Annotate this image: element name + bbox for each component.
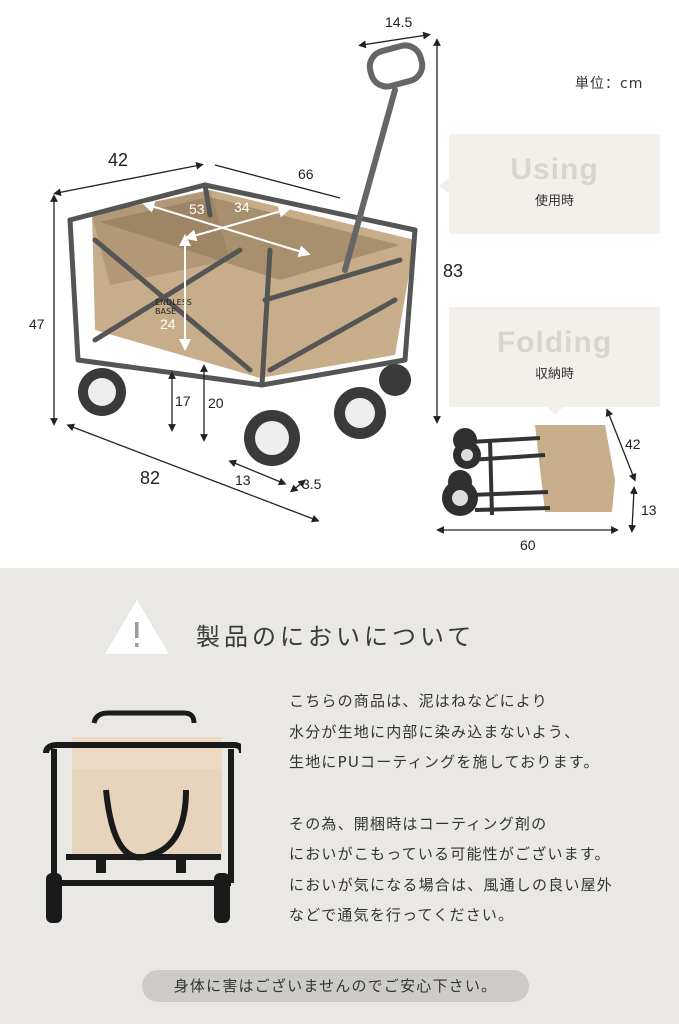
svg-text:ENDLESS: ENDLESS (155, 298, 192, 307)
notice-p2-line3: においが気になる場合は、風通しの良い屋外 (289, 875, 614, 894)
using-label-jp: 使用時 (534, 194, 574, 209)
reassurance-badge: 身体に害はございませんのでご安心下さい。 (142, 970, 529, 1002)
dim-fold-length: 60 (520, 537, 536, 553)
notice-p2-line2: においがこもっている可能性がございます。 (289, 845, 611, 863)
dim-total-length: 82 (140, 468, 161, 488)
folding-label-jp: 収納時 (534, 367, 574, 382)
using-label-en: Using (510, 153, 599, 186)
dim-inner-diagonal-long: 53 (189, 201, 205, 217)
notice-p1-line1: こちらの商品は、泥はねなどにより (289, 692, 548, 710)
dim-width: 42 (108, 150, 129, 170)
notice-p2-line1: その為、開梱時はコーティング剤の (289, 814, 548, 833)
notice-body: こちらの商品は、泥はねなどにより 水分が生地に内部に染み込まないよう、 生地にP… (289, 686, 613, 931)
notice-p2-line4: などで通気を行ってください。 (289, 906, 515, 924)
warning-triangle-icon (105, 600, 169, 654)
notice-title: 製品のにおいについて (196, 623, 476, 651)
dim-inner-depth: 24 (160, 316, 176, 332)
wagon-dimension-diagram: ENDLESS BASE (50, 31, 638, 534)
notice-p1-line2: 水分が生地に内部に染み込まないよう、 (289, 722, 581, 741)
folding-state-label: Folding 収納時 (449, 307, 660, 415)
dim-wheel-width: 3.5 (302, 476, 322, 492)
dim-body-height: 47 (29, 316, 45, 332)
dim-total-height: 83 (443, 261, 464, 281)
unit-label: 単位：cm (575, 76, 644, 92)
notice-p1-line3: 生地にPUコーティングを施しております。 (289, 753, 600, 771)
dim-fold-depth: 42 (625, 436, 641, 452)
using-state-label: Using 使用時 (439, 134, 660, 234)
folded-wagon-front-photo (43, 710, 241, 923)
dim-length: 66 (298, 166, 314, 182)
svg-text:BASE: BASE (155, 307, 176, 316)
dim-wheel-diameter: 13 (235, 472, 251, 488)
dim-handle-width: 14.5 (385, 14, 413, 30)
dim-clearance-high: 20 (208, 395, 224, 411)
dim-fold-thickness: 13 (641, 502, 657, 518)
dim-inner-diagonal-short: 34 (234, 199, 250, 215)
folding-label-en: Folding (496, 326, 613, 359)
dim-clearance-low: 17 (175, 393, 191, 409)
